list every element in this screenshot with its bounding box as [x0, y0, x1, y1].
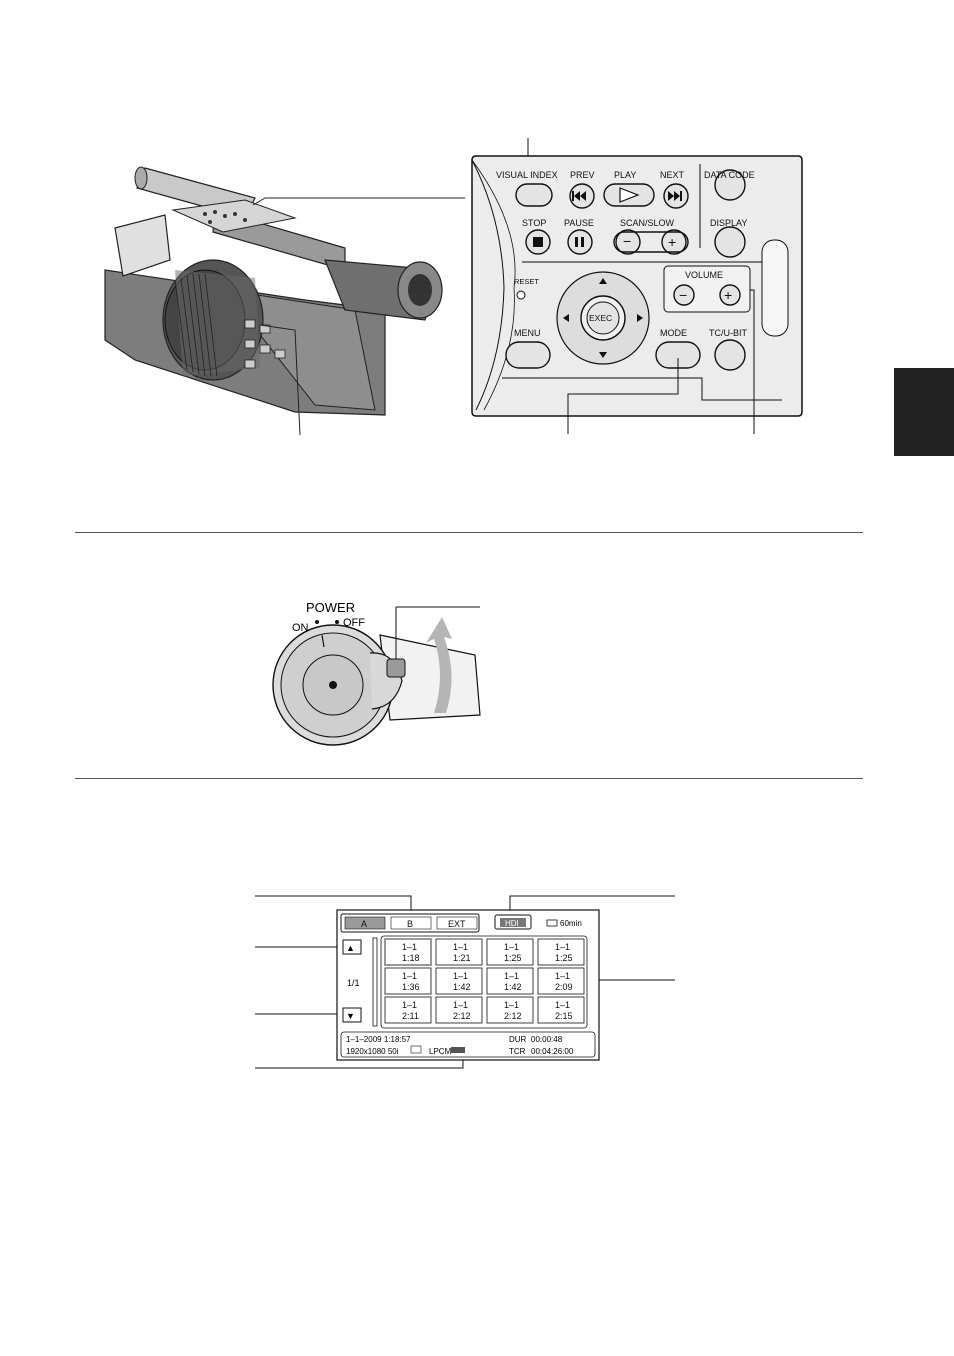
- display-label: DISPLAY: [710, 218, 747, 228]
- tab-b[interactable]: B: [407, 919, 413, 929]
- prev-label: PREV: [570, 170, 595, 180]
- power-off-label: OFF: [343, 617, 365, 629]
- info-dur-label: DUR: [509, 1035, 527, 1044]
- thumbnail[interactable]: 1–12:15: [537, 996, 585, 1024]
- play-label: PLAY: [614, 170, 636, 180]
- info-tcr-label: TCR: [509, 1047, 526, 1056]
- page-down-button[interactable]: ▼: [346, 1011, 355, 1021]
- thumbnail-time: 2:11: [402, 1011, 419, 1021]
- scan-slow-label: SCAN/SLOW: [620, 218, 675, 228]
- thumbnail-scene: 1–1: [555, 942, 570, 952]
- thumbnail[interactable]: 1–11:36: [384, 967, 432, 995]
- thumbnail-time: 1:42: [504, 982, 522, 992]
- scan-minus: −: [623, 233, 631, 249]
- exec-label: EXEC: [589, 313, 612, 323]
- visual-index-label: VISUAL INDEX: [496, 170, 558, 180]
- info-format: 1920x1080 50i: [346, 1047, 399, 1056]
- thumbnail[interactable]: 1–11:25: [537, 938, 585, 966]
- tab-ext[interactable]: EXT: [448, 919, 466, 929]
- chapter-tab: [894, 368, 954, 456]
- thumbnail-time: 1:36: [402, 982, 420, 992]
- thumbnail[interactable]: 1–12:12: [435, 996, 483, 1024]
- mode-label: MODE: [660, 328, 687, 338]
- thumbnail-scene: 1–1: [453, 971, 468, 981]
- reset-label: RESET: [514, 277, 539, 286]
- thumbnail[interactable]: 1–11:21: [435, 938, 483, 966]
- pause-label: PAUSE: [564, 218, 594, 228]
- thumbnail-time: 2:09: [555, 982, 573, 992]
- power-title: POWER: [306, 600, 355, 615]
- camcorder-illustration: [104, 166, 465, 436]
- thumbnail-scene: 1–1: [504, 1000, 519, 1010]
- thumbnail-time: 1:25: [504, 953, 522, 963]
- info-audio: LPCM: [429, 1047, 452, 1056]
- page-indicator: 1/1: [347, 978, 360, 988]
- thumbnail-time: 1:42: [453, 982, 471, 992]
- section-divider: [75, 532, 863, 533]
- tab-a[interactable]: A: [361, 919, 367, 929]
- thumbnail-scene: 1–1: [555, 971, 570, 981]
- next-label: NEXT: [660, 170, 685, 180]
- thumbnail-scene: 1–1: [402, 971, 417, 981]
- scan-plus: +: [668, 234, 676, 250]
- thumbnail[interactable]: 1–11:25: [486, 938, 534, 966]
- index-screen-diagram: A B EXT HDI 60min ▲ 1/1 ▼ 1–11:181–11:21…: [255, 895, 675, 1069]
- thumbnail[interactable]: 1–12:09: [537, 967, 585, 995]
- power-switch-diagram: POWER ON OFF: [272, 600, 481, 746]
- data-code-label: DATA CODE: [704, 170, 755, 180]
- page-up-button[interactable]: ▲: [346, 943, 355, 953]
- control-panel-diagram: VISUAL INDEX PREV PLAY NEXT DATA CODE ST…: [471, 138, 803, 434]
- thumbnail-scene: 1–1: [504, 942, 519, 952]
- menu-label: MENU: [514, 328, 541, 338]
- volume-label: VOLUME: [685, 270, 723, 280]
- thumbnail-scene: 1–1: [453, 1000, 468, 1010]
- volume-plus: +: [724, 287, 732, 303]
- stop-label: STOP: [522, 218, 546, 228]
- thumbnail-scene: 1–1: [453, 942, 468, 952]
- info-dur-value: 00:00:48: [531, 1035, 563, 1044]
- volume-minus: −: [679, 287, 687, 303]
- thumbnail-scene: 1–1: [555, 1000, 570, 1010]
- thumbnail[interactable]: 1–12:12: [486, 996, 534, 1024]
- thumbnail-time: 1:25: [555, 953, 573, 963]
- thumbnail-time: 2:12: [453, 1011, 471, 1021]
- power-on-label: ON: [292, 622, 309, 634]
- thumbnail[interactable]: 1–12:11: [384, 996, 432, 1024]
- thumbnail-grid: 1–11:181–11:211–11:251–11:251–11:361–11:…: [384, 938, 585, 1024]
- thumbnail[interactable]: 1–11:42: [435, 967, 483, 995]
- thumbnail-time: 1:21: [453, 953, 471, 963]
- thumbnail-time: 2:15: [555, 1011, 573, 1021]
- thumbnail-scene: 1–1: [402, 942, 417, 952]
- thumbnail[interactable]: 1–11:42: [486, 967, 534, 995]
- thumbnail-time: 2:12: [504, 1011, 522, 1021]
- section-divider: [75, 778, 863, 779]
- media-icon: HDI: [505, 919, 519, 928]
- tc-ubit-label: TC/U-BIT: [709, 328, 747, 338]
- info-datetime: 1–1–2009 1:18:57: [346, 1035, 411, 1044]
- thumbnail[interactable]: 1–11:18: [384, 938, 432, 966]
- info-tcr-value: 00:04:26:00: [531, 1047, 574, 1056]
- thumbnail-scene: 1–1: [402, 1000, 417, 1010]
- battery-remaining: 60min: [560, 919, 582, 928]
- thumbnail-scene: 1–1: [504, 971, 519, 981]
- thumbnail-time: 1:18: [402, 953, 420, 963]
